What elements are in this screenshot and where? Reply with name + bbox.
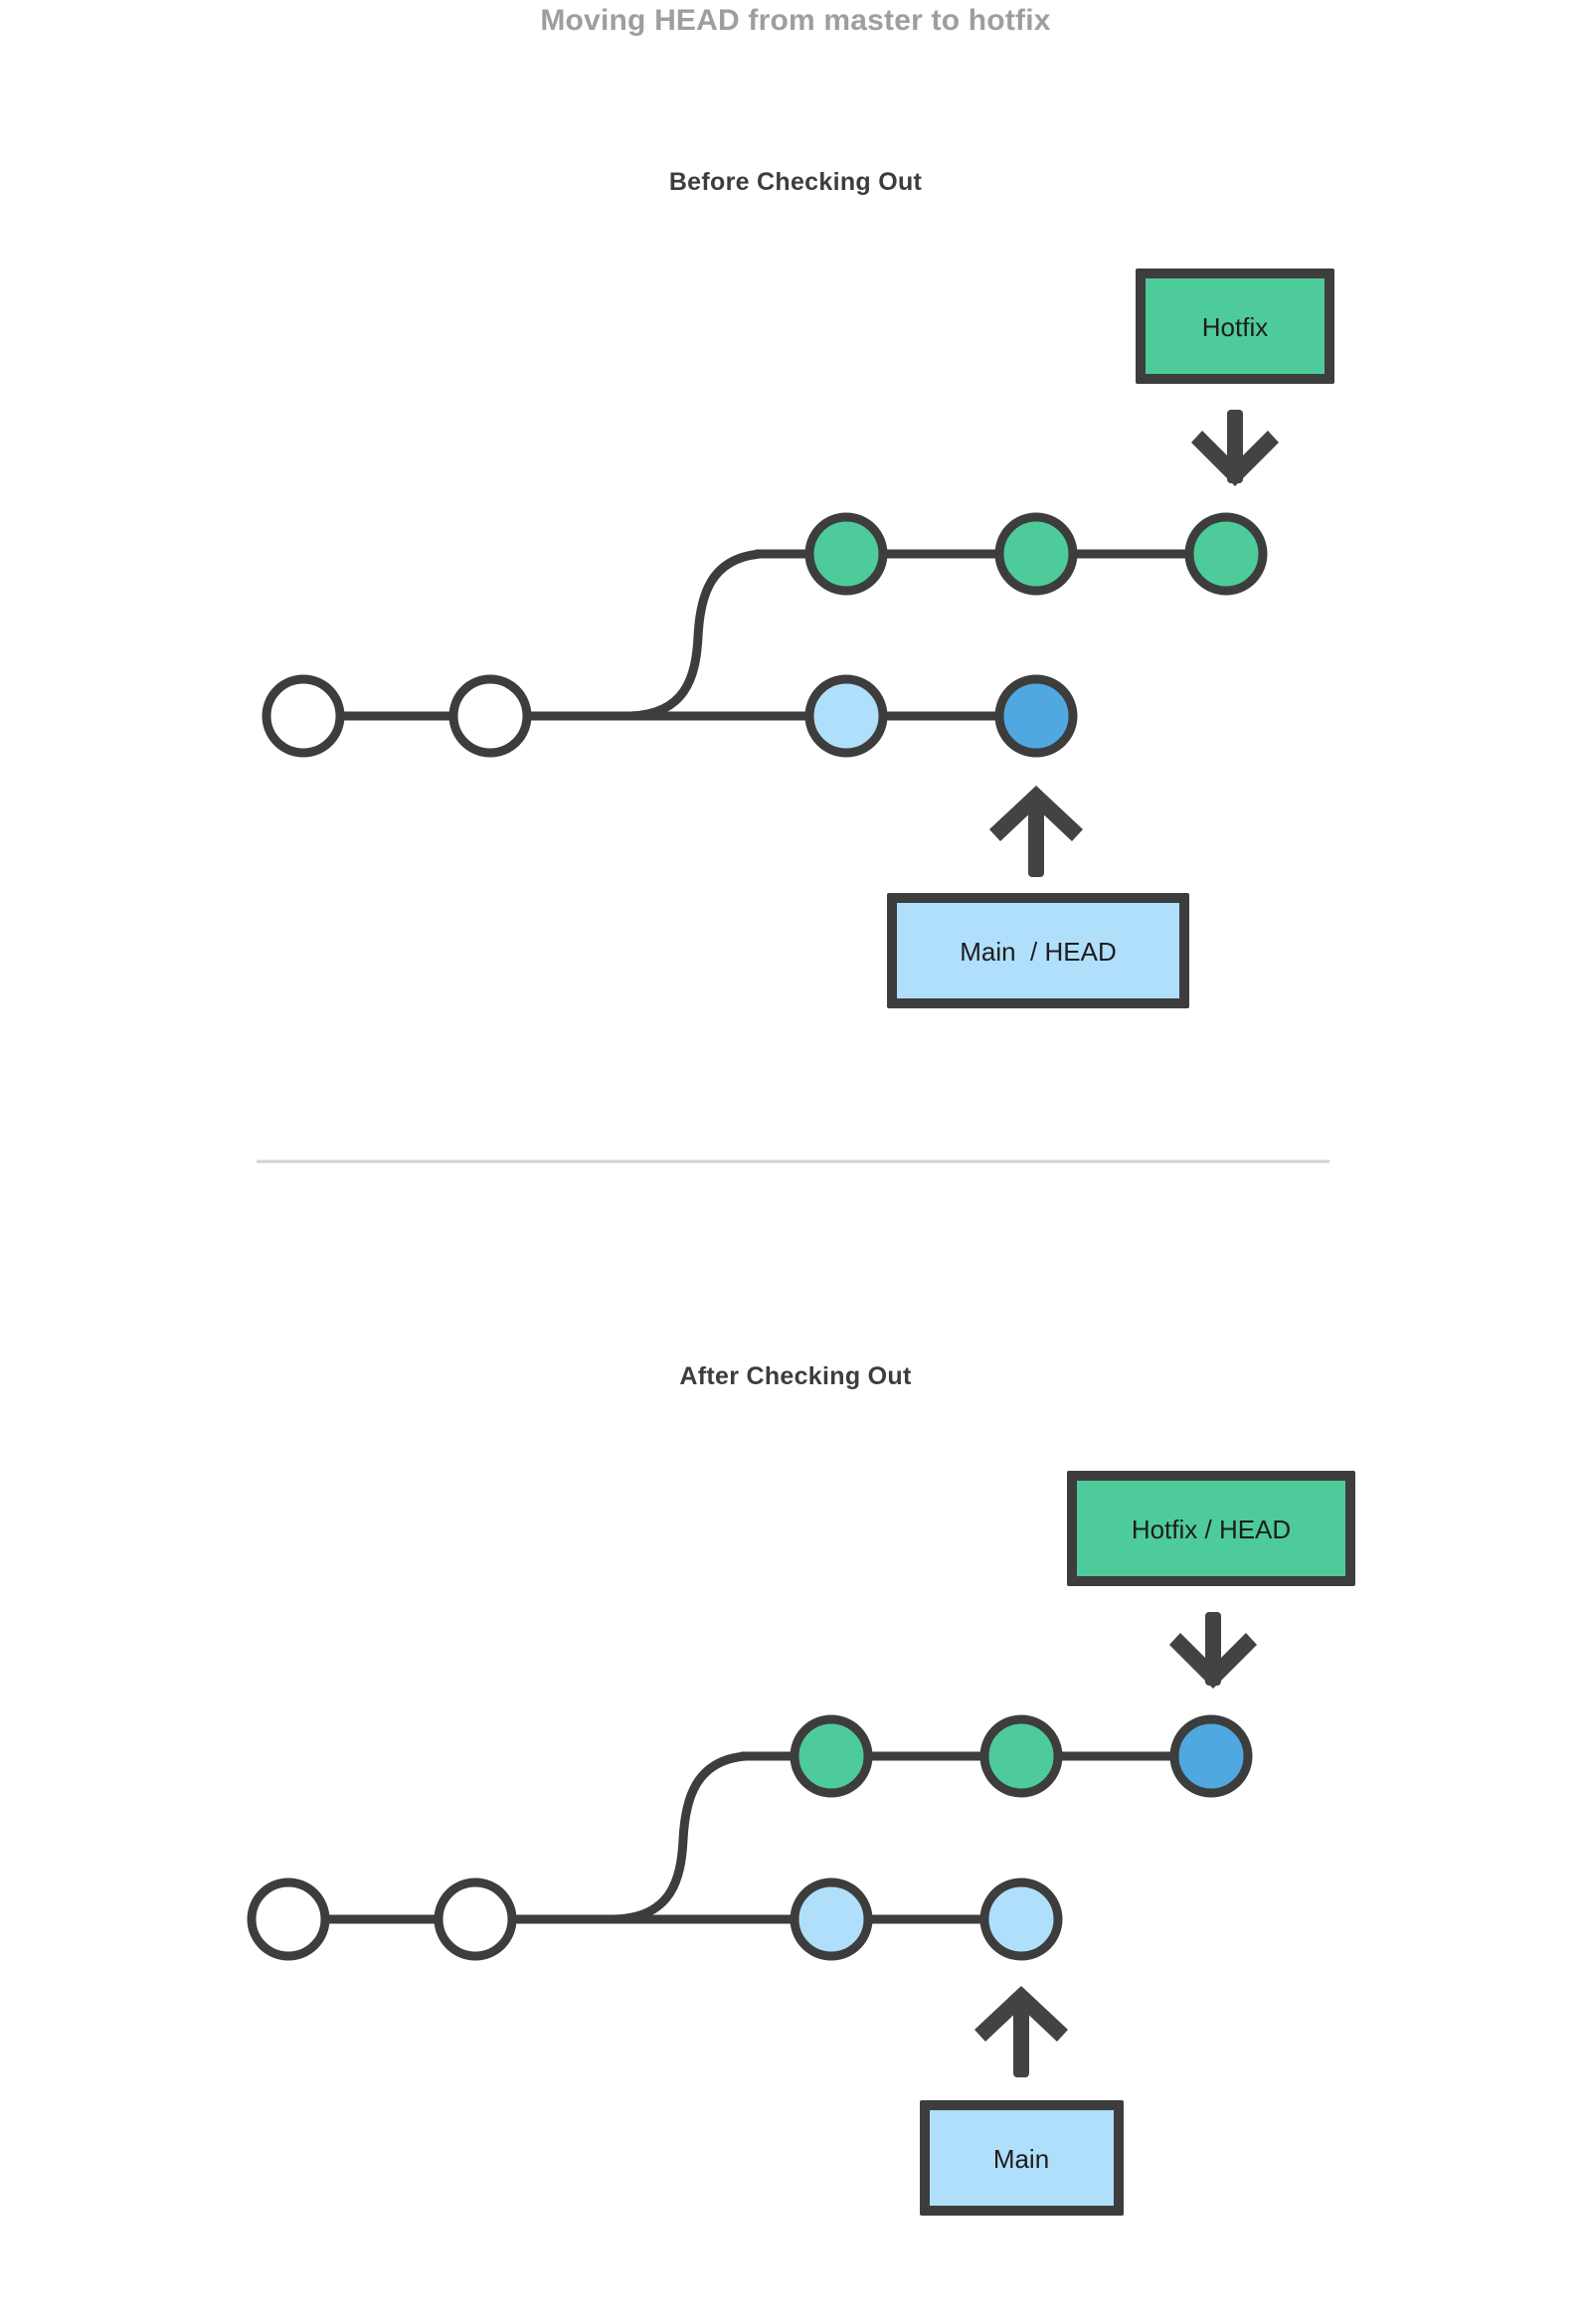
branch-fork-curve — [607, 1751, 751, 1924]
section-before: Before Checking Out Hotfix — [262, 168, 1334, 1008]
main-label-text: Main — [993, 2144, 1049, 2174]
main-head-label-box[interactable]: Main / HEAD — [887, 893, 1189, 1008]
commit-node-hotfix-3[interactable] — [1184, 512, 1268, 596]
hotfix-head-label-text: Hotfix / HEAD — [1132, 1515, 1291, 1544]
hotfix-branch-commits — [756, 512, 1268, 596]
hotfix-branch-commits — [741, 1714, 1253, 1798]
branch-fork-curve — [621, 549, 766, 721]
commit-node-main-3[interactable] — [790, 1877, 873, 1961]
main-label-box-fill — [930, 2110, 1114, 2206]
commit-node-hotfix-2[interactable] — [994, 512, 1078, 596]
hotfix-label-text: Hotfix — [1202, 312, 1268, 342]
commit-node-main-2[interactable] — [448, 674, 532, 758]
hotfix-label-box[interactable]: Hotfix — [1136, 268, 1334, 384]
main-branch-commits — [262, 674, 1078, 758]
main-head-label-box-fill — [897, 903, 1179, 998]
main-label-box[interactable]: Main — [920, 2100, 1124, 2216]
section-heading-before: Before Checking Out — [669, 168, 923, 196]
main-branch-commits — [247, 1877, 1063, 1961]
arrow-up-icon — [989, 786, 1083, 877]
commit-node-hotfix-2[interactable] — [979, 1714, 1063, 1798]
commit-node-main-4[interactable] — [994, 674, 1078, 758]
hotfix-head-label-box-fill — [1077, 1481, 1345, 1576]
page-title: Moving HEAD from master to hotfix — [540, 4, 1050, 37]
hotfix-head-label-box[interactable]: Hotfix / HEAD — [1067, 1471, 1355, 1586]
commit-node-main-1[interactable] — [262, 674, 345, 758]
commit-node-main-1[interactable] — [247, 1877, 330, 1961]
hotfix-label-box-fill — [1146, 278, 1325, 374]
commit-node-main-3[interactable] — [804, 674, 888, 758]
main-head-label-text: Main / HEAD — [960, 937, 1117, 967]
commit-node-main-4[interactable] — [979, 1877, 1063, 1961]
section-after: After Checking Out Hotfix / HEAD — [247, 1362, 1355, 2216]
commit-node-main-2[interactable] — [434, 1877, 517, 1961]
arrow-up-icon — [974, 1986, 1068, 2077]
commit-node-hotfix-1[interactable] — [804, 512, 888, 596]
section-heading-after: After Checking Out — [679, 1362, 912, 1390]
commit-node-hotfix-1[interactable] — [790, 1714, 873, 1798]
commit-node-hotfix-3[interactable] — [1169, 1714, 1253, 1798]
arrow-down-icon — [1169, 1612, 1257, 1689]
arrow-down-icon — [1191, 410, 1279, 486]
